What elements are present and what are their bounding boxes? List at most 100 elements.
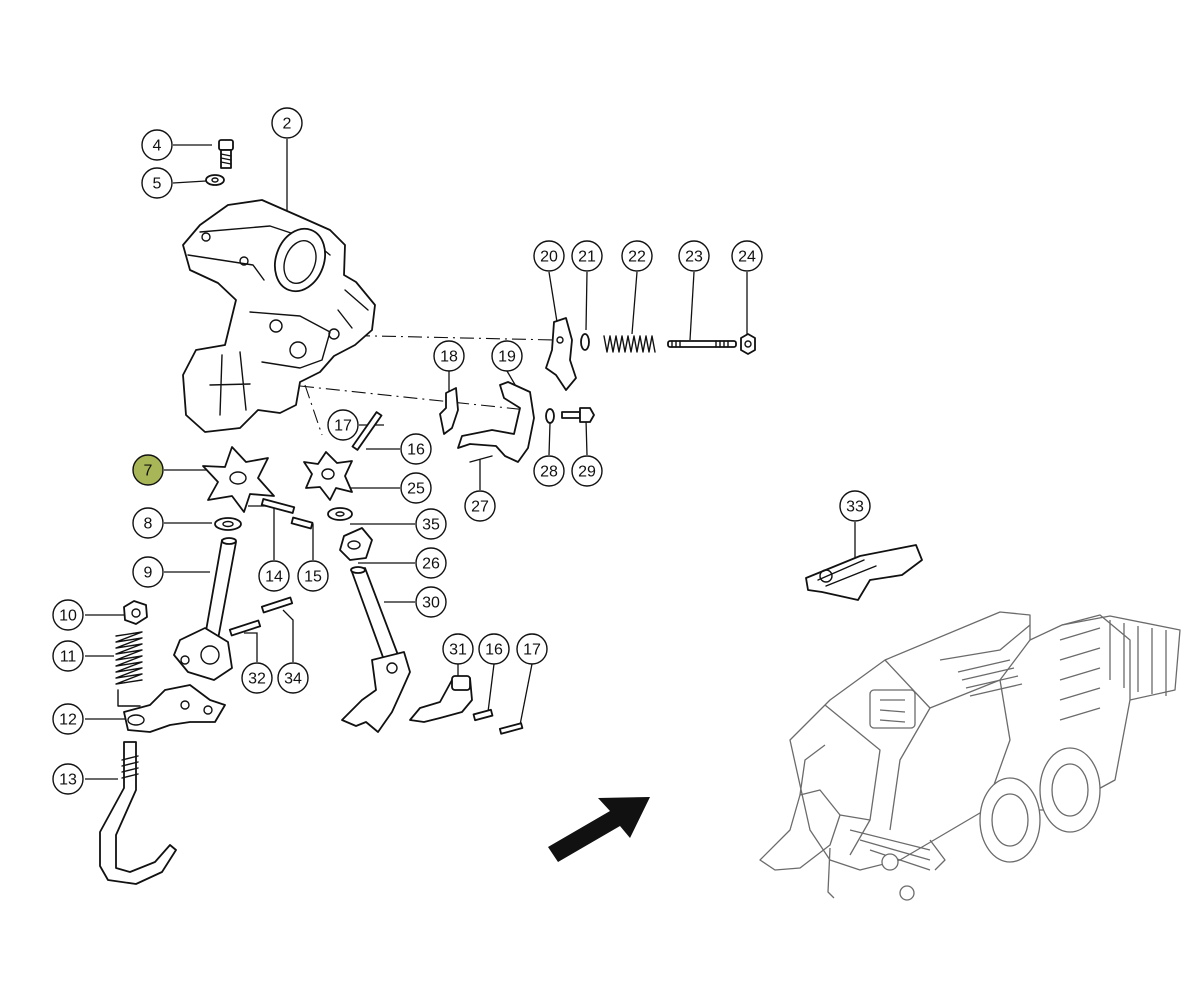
callout-number: 14 bbox=[265, 569, 283, 586]
pins-14-15 bbox=[260, 498, 314, 530]
callout-circle bbox=[132, 507, 164, 539]
callout-circle bbox=[258, 560, 290, 592]
callout-number: 23 bbox=[685, 249, 703, 266]
direction-arrow bbox=[548, 797, 650, 862]
callout-31: 31 bbox=[442, 633, 474, 665]
cam-26 bbox=[339, 527, 373, 561]
callout-number: 11 bbox=[60, 649, 77, 666]
cover-plate-33 bbox=[805, 544, 923, 601]
linkage-31 bbox=[409, 675, 473, 723]
callout-24: 24 bbox=[731, 240, 763, 272]
callout-number: 15 bbox=[304, 569, 322, 586]
callout-12: 12 bbox=[52, 703, 84, 735]
callout-8: 8 bbox=[132, 507, 164, 539]
star-wheel-7 bbox=[202, 446, 275, 513]
callout-circle bbox=[415, 547, 447, 579]
callout-circle bbox=[132, 454, 164, 486]
callout-circle bbox=[52, 640, 84, 672]
callout-circle bbox=[271, 107, 303, 139]
callout-circle bbox=[52, 703, 84, 735]
callout-number: 28 bbox=[540, 464, 558, 481]
callout-number: 5 bbox=[153, 176, 162, 193]
callout-number: 33 bbox=[846, 499, 864, 516]
callout-17: 17 bbox=[516, 633, 548, 665]
rod-23 bbox=[667, 340, 737, 348]
callout-circle bbox=[141, 167, 173, 199]
callout-4: 4 bbox=[141, 129, 173, 161]
callout-number: 32 bbox=[248, 671, 266, 688]
callout-circle bbox=[442, 633, 474, 665]
callout-30: 30 bbox=[415, 586, 447, 618]
washer-5 bbox=[205, 174, 225, 186]
callout-number: 16 bbox=[407, 442, 425, 459]
callout-number: 22 bbox=[628, 249, 646, 266]
callout-number: 8 bbox=[144, 516, 153, 533]
callout-circle bbox=[433, 340, 465, 372]
callout-number: 30 bbox=[422, 595, 440, 612]
callout-number: 18 bbox=[440, 349, 458, 366]
callout-circle bbox=[141, 129, 173, 161]
callout-10: 10 bbox=[52, 599, 84, 631]
callout-number: 19 bbox=[498, 349, 516, 366]
bracket-20 bbox=[545, 317, 577, 391]
bolt-4 bbox=[218, 139, 234, 169]
callout-number: 27 bbox=[471, 499, 489, 516]
callout-34: 34 bbox=[277, 662, 309, 694]
callout-circle bbox=[533, 240, 565, 272]
callout-number: 10 bbox=[59, 608, 77, 625]
pins-32-34 bbox=[228, 596, 294, 637]
pins-16-17-lower bbox=[472, 708, 524, 735]
callout-28: 28 bbox=[533, 455, 565, 487]
callout-number: 24 bbox=[738, 249, 756, 266]
callout-19: 19 bbox=[491, 340, 523, 372]
callout-number: 29 bbox=[578, 464, 596, 481]
callout-16: 16 bbox=[400, 433, 432, 465]
callout-13: 13 bbox=[52, 763, 84, 795]
callout-circle bbox=[400, 433, 432, 465]
callout-21: 21 bbox=[571, 240, 603, 272]
callout-16: 16 bbox=[478, 633, 510, 665]
callout-circle bbox=[678, 240, 710, 272]
callout-circle bbox=[277, 662, 309, 694]
callout-circle bbox=[621, 240, 653, 272]
star-wheel-25 bbox=[303, 451, 353, 501]
callout-circle bbox=[478, 633, 510, 665]
gearbox-housing bbox=[182, 199, 376, 433]
callout-27: 27 bbox=[464, 490, 496, 522]
baler-machine-overview bbox=[759, 611, 1181, 901]
callout-number: 16 bbox=[485, 642, 503, 659]
callout-number: 20 bbox=[540, 249, 558, 266]
callout-2: 2 bbox=[271, 107, 303, 139]
callout-33: 33 bbox=[839, 490, 871, 522]
callout-circle bbox=[52, 763, 84, 795]
callout-circle bbox=[533, 455, 565, 487]
callout-circle bbox=[400, 472, 432, 504]
pins-16-17-upper bbox=[351, 411, 383, 451]
washer-21 bbox=[580, 333, 590, 351]
callout-7-highlighted: 7 bbox=[132, 454, 164, 486]
washer-8 bbox=[214, 517, 242, 531]
shaft-9 bbox=[173, 537, 237, 681]
callout-14: 14 bbox=[258, 560, 290, 592]
callout-circle bbox=[491, 340, 523, 372]
callout-number: 17 bbox=[523, 642, 541, 659]
callout-number: 31 bbox=[449, 642, 467, 659]
callout-circle bbox=[731, 240, 763, 272]
nut-24 bbox=[740, 333, 756, 355]
callout-circle bbox=[415, 586, 447, 618]
callout-circle bbox=[241, 662, 273, 694]
callout-18: 18 bbox=[433, 340, 465, 372]
callout-25: 25 bbox=[400, 472, 432, 504]
callout-circle bbox=[571, 455, 603, 487]
callout-number: 2 bbox=[283, 116, 292, 133]
callout-9: 9 bbox=[132, 556, 164, 588]
callout-circle bbox=[52, 599, 84, 631]
callout-number: 9 bbox=[144, 565, 153, 582]
callout-22: 22 bbox=[621, 240, 653, 272]
callout-11: 11 bbox=[52, 640, 84, 672]
bracket-19 bbox=[457, 381, 535, 463]
callout-32: 32 bbox=[241, 662, 273, 694]
